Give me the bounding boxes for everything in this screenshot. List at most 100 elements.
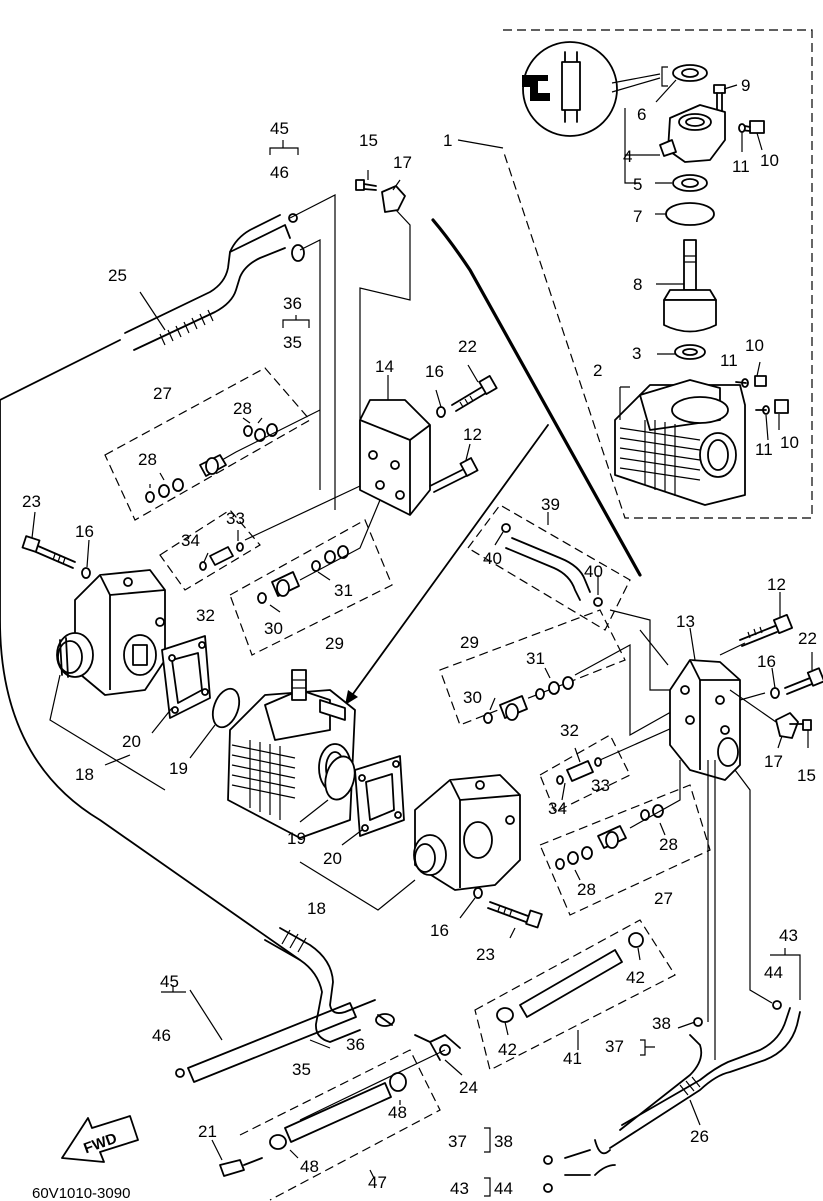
callout-43a: 43	[779, 926, 798, 945]
callout-41: 41	[563, 1049, 582, 1068]
callout-45b: 45	[160, 972, 179, 991]
callout-16c: 16	[757, 652, 776, 671]
body-18-left	[49, 569, 166, 791]
callout-33b: 33	[591, 776, 610, 795]
callout-27a: 27	[153, 384, 172, 403]
callout-29b: 29	[460, 633, 479, 652]
hose-47	[269, 1049, 446, 1181]
callout-7: 7	[633, 207, 642, 226]
callout-22a: 22	[458, 337, 477, 356]
callout-12b: 12	[767, 575, 786, 594]
callout-16a: 16	[425, 362, 444, 381]
hose-41	[496, 932, 644, 1050]
callout-9: 9	[741, 76, 750, 95]
callout-43b: 43	[450, 1179, 469, 1198]
diagram-linework	[0, 29, 823, 1201]
callout-13: 13	[676, 612, 695, 631]
callout-29a: 29	[325, 634, 344, 653]
callout-34a: 34	[181, 531, 200, 550]
callout-4: 4	[623, 147, 632, 166]
gasket-20-center	[341, 755, 405, 846]
bolt-15-right	[729, 689, 812, 749]
callout-30b: 30	[463, 688, 482, 707]
joint-24	[414, 1034, 463, 1076]
callout-28a: 28	[233, 399, 252, 418]
callout-2: 2	[593, 361, 602, 380]
gasket-20-left	[151, 635, 211, 734]
callout-23b: 23	[476, 945, 495, 964]
callout-22b: 22	[798, 629, 817, 648]
group-29-top	[229, 519, 393, 656]
callout-42a: 42	[626, 968, 645, 987]
callout-42b: 42	[498, 1040, 517, 1059]
callout-35b: 35	[292, 1060, 311, 1079]
housing-4	[625, 104, 726, 163]
callout-10c: 10	[780, 433, 799, 452]
body-18-center	[299, 774, 521, 911]
bolt-15-top	[355, 170, 411, 450]
callout-28c: 28	[659, 835, 678, 854]
callout-17a: 17	[393, 153, 412, 172]
group-29-bottom	[439, 609, 626, 726]
callout-23a: 23	[22, 492, 41, 511]
callout-18a: 18	[75, 765, 94, 784]
body-13	[639, 627, 741, 781]
hose-25	[0, 214, 301, 961]
hose-35	[264, 927, 376, 1049]
bolt-10-lower	[735, 361, 789, 441]
callout-45a: 45	[270, 119, 289, 138]
callout-28d: 28	[577, 880, 596, 899]
bolt-23-left	[21, 511, 91, 579]
shaft-8	[656, 239, 717, 333]
callout-46a: 46	[270, 163, 289, 182]
callout-14: 14	[375, 357, 394, 376]
callout-11b: 11	[720, 351, 738, 370]
body-14	[359, 375, 431, 516]
callout-32b: 32	[560, 721, 579, 740]
group-47	[239, 1049, 441, 1201]
bearing-3	[657, 344, 706, 360]
bearing-5	[624, 108, 708, 192]
callout-20b: 20	[323, 849, 342, 868]
callout-18b: 18	[307, 899, 326, 918]
callout-25: 25	[108, 266, 127, 285]
callout-36b: 36	[346, 1035, 365, 1054]
callout-12a: 12	[463, 425, 482, 444]
diagram-code: 60V1010-3090	[32, 1185, 130, 1201]
callout-38b: 38	[494, 1132, 513, 1151]
callout-10b: 10	[745, 336, 764, 355]
callout-17b: 17	[764, 752, 783, 771]
group-32-top-parts	[199, 485, 361, 571]
hose-45-bottom	[175, 989, 357, 1083]
group-29-top-parts	[257, 499, 381, 613]
callout-39: 39	[541, 495, 560, 514]
bolt-22-top	[435, 364, 498, 418]
hose-39	[494, 512, 670, 691]
callout-16b: 16	[75, 522, 94, 541]
group-32-top	[159, 509, 261, 591]
callout-44a: 44	[764, 963, 783, 982]
bolt-12-right	[719, 592, 794, 656]
callout-10a: 10	[760, 151, 779, 170]
callout-35a: 35	[283, 333, 302, 352]
callout-1: 1	[443, 131, 452, 150]
o-ring-7	[655, 202, 715, 226]
callout-3: 3	[632, 344, 641, 363]
seal-6	[655, 64, 708, 103]
group-41	[474, 919, 676, 1071]
bolt-10-top	[738, 120, 765, 152]
callout-40a: 40	[483, 549, 502, 568]
callout-6: 6	[637, 105, 646, 124]
callout-11a: 11	[732, 157, 750, 176]
cylinder-assembly-box	[502, 29, 813, 519]
callout-15a: 15	[359, 131, 378, 150]
callout-48b: 48	[300, 1157, 319, 1176]
callout-26: 26	[690, 1127, 709, 1146]
hose-45-top	[229, 194, 336, 510]
o-ring-19-center	[299, 755, 356, 823]
bolt-23-center	[459, 887, 543, 939]
group-39	[467, 504, 631, 631]
callout-27b: 27	[654, 889, 673, 908]
